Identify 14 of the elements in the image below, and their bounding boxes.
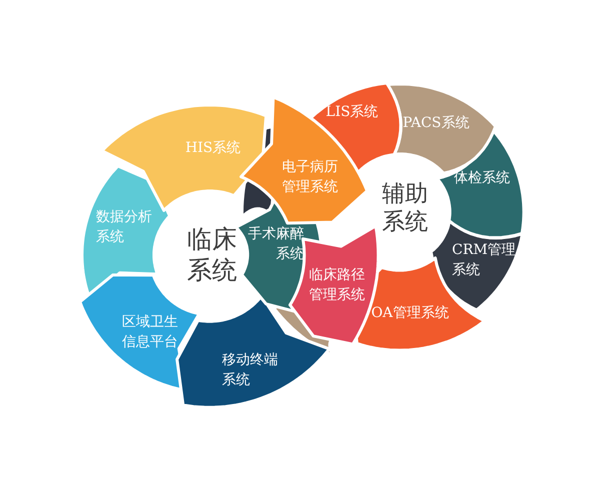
segment-label: 临床路径管理系统 [308,266,366,305]
segment-label: CRM管理系统 [452,240,516,280]
segment-label: LIS系统 [326,102,378,122]
segment-label: 移动终端系统 [222,350,279,390]
segment-label: OA管理系统 [371,304,449,323]
segment-label: 手术麻醉系统 [246,224,304,264]
hub-label: 临床系统 [186,224,238,286]
segment-label: PACS系统 [402,114,470,133]
segment-label: 区域卫生信息平台 [122,312,179,352]
segment-label: 电子病历管理系统 [280,158,339,197]
hub-label: 辅助系统 [381,180,429,236]
segment-label: HIS系统 [185,139,241,158]
segment-label: 数据分析系统 [96,208,153,247]
segment-label: 体检系统 [454,168,510,188]
